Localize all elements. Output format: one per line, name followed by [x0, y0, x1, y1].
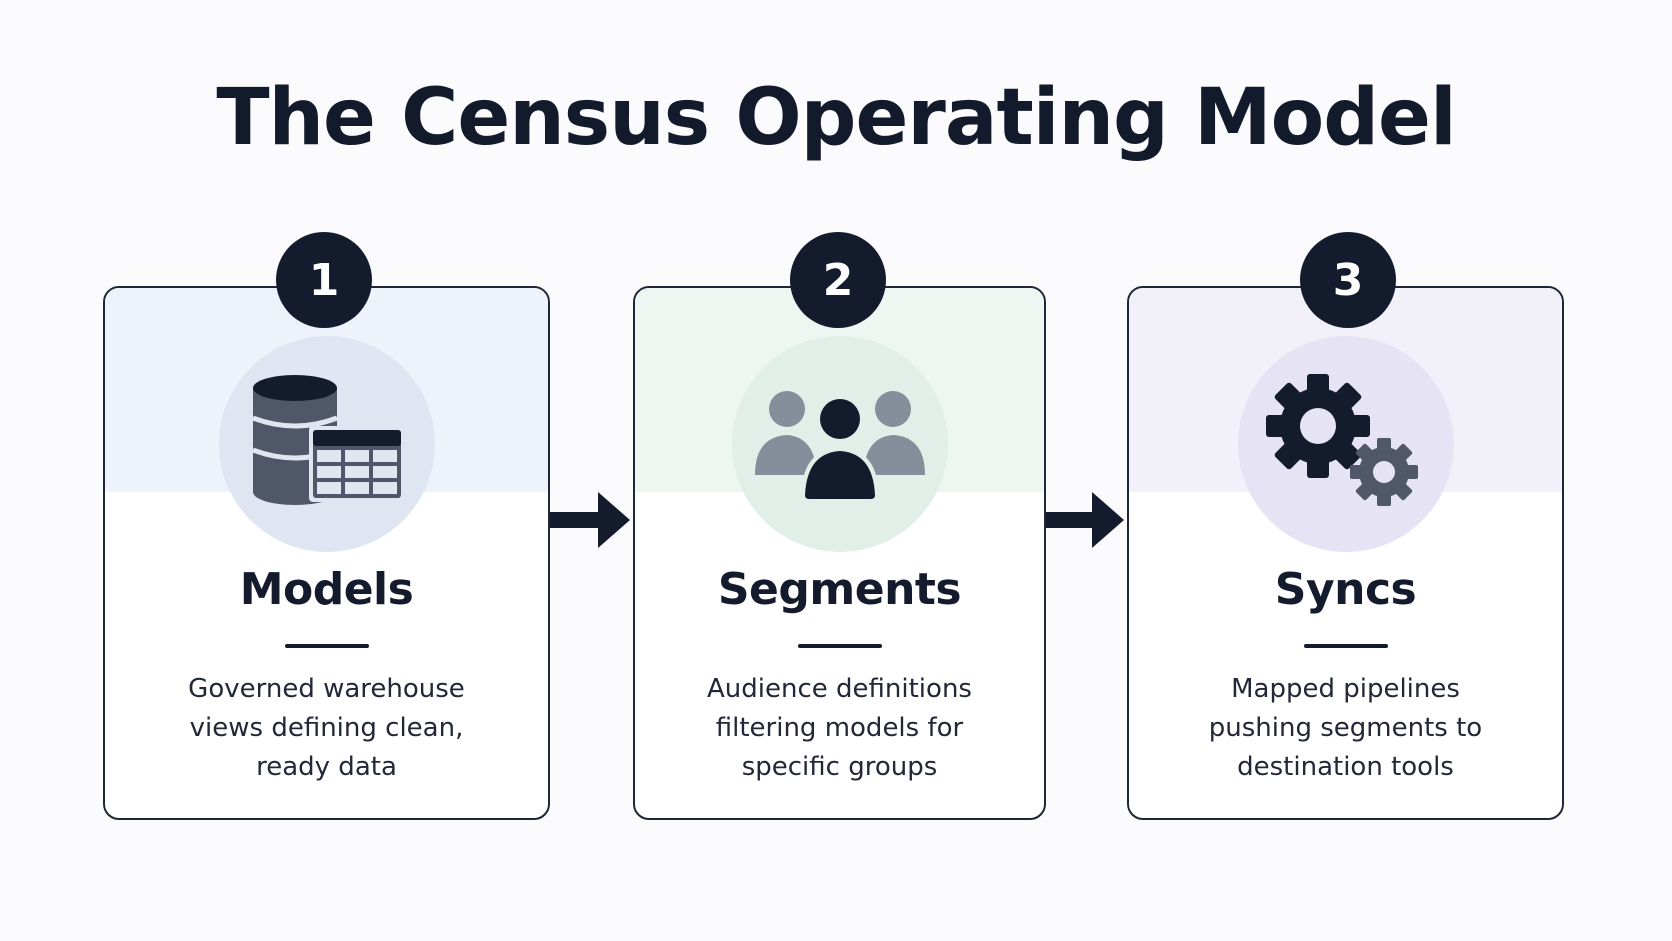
description-line: Mapped pipelines	[1231, 674, 1460, 704]
title-divider	[797, 644, 882, 648]
title-divider	[1303, 644, 1388, 648]
step-number-badge: 3	[1300, 232, 1396, 328]
description-line: ready data	[256, 752, 397, 782]
description-line: filtering models for	[715, 713, 964, 743]
description-line: Governed warehouse	[188, 674, 465, 704]
step-number-badge: 2	[790, 232, 886, 328]
step-description: Governed warehouse views defining clean,…	[105, 670, 548, 787]
step-title: Segments	[717, 564, 962, 615]
description-line: Audience definitions	[707, 674, 972, 704]
icon-circle	[731, 336, 948, 552]
step-title: Models	[239, 564, 414, 615]
description-line: destination tools	[1237, 752, 1454, 782]
step-card-models: Models Governed warehouse views defining…	[103, 286, 550, 820]
step-description: Mapped pipelines pushing segments to des…	[1129, 670, 1562, 787]
icon-circle	[1237, 336, 1454, 552]
title-divider	[284, 644, 369, 648]
arrow-right-icon	[550, 492, 630, 548]
step-card-segments: Segments Audience definitions filtering …	[633, 286, 1046, 820]
description-line: views defining clean,	[189, 713, 464, 743]
step-description: Audience definitions filtering models fo…	[635, 670, 1044, 787]
database-table-icon	[251, 375, 405, 505]
description-line: specific groups	[741, 752, 938, 782]
gears-icon	[1265, 374, 1418, 506]
users-group-icon	[754, 391, 925, 499]
icon-circle	[218, 336, 435, 552]
arrow-right-icon	[1046, 492, 1124, 548]
step-title: Syncs	[1274, 564, 1417, 615]
diagram-title: The Census Operating Model	[216, 73, 1456, 163]
description-line: pushing segments to	[1208, 713, 1483, 743]
step-card-syncs: Syncs Mapped pipelines pushing segments …	[1127, 286, 1564, 820]
step-number-badge: 1	[276, 232, 372, 328]
